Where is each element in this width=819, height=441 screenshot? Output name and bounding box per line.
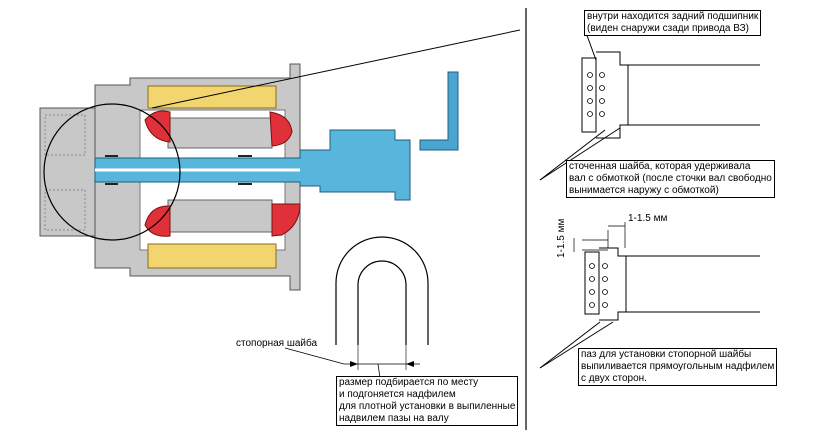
- turned-washer-label: сточенная шайба, которая удерживала вал …: [566, 160, 775, 198]
- detail-top: [539, 29, 760, 181]
- rear-bearing-line-1: внутри находится задний подшипник: [587, 11, 759, 22]
- outlet-pipe: [419, 71, 459, 151]
- size-note-line-3: для плотной установки в выпиленные: [339, 401, 516, 412]
- turned-washer-line-2: вал с обмоткой (после сточки вал свободн…: [569, 173, 772, 184]
- rear-bearing-label: внутри находится задний подшипник (виден…: [584, 10, 762, 36]
- motor-cross-section: [39, 29, 521, 291]
- lock-washer-label: стопорная шайба: [236, 338, 318, 349]
- winding-top-left: [144, 110, 171, 143]
- rear-bearing-line-2: (виден снаружи сзади привода ВЗ): [587, 23, 749, 34]
- magnet-bottom: [147, 243, 277, 269]
- lock-washer-drawing: [335, 236, 429, 370]
- winding-bottom-right: [271, 203, 301, 237]
- shaft: [94, 129, 411, 201]
- detail-bottom: [539, 222, 760, 369]
- dim-horizontal-label: 1-1.5 мм: [628, 213, 668, 224]
- zoom-circle: [43, 103, 181, 241]
- size-note-label: размер подбирается по месту и подгоняетс…: [336, 376, 519, 426]
- turned-washer-line-1: сточенная шайба, которая удерживала: [569, 161, 751, 172]
- size-note-line-1: размер подбирается по месту: [339, 377, 479, 388]
- size-note-line-4: надвилем пазы на валу: [339, 413, 449, 424]
- dim-vertical-label: 1-1.5 мм: [556, 218, 567, 258]
- groove-line-3: с двух сторон.: [581, 373, 647, 384]
- winding-top-right: [269, 111, 293, 147]
- turned-washer-line-3: вынимается наружу с обмоткой): [569, 185, 719, 196]
- groove-line-2: выпиливается прямоугольным надфилем: [581, 361, 775, 372]
- groove-line-1: паз для установки стопорной шайбы: [581, 349, 752, 360]
- winding-bottom-left: [144, 205, 171, 237]
- size-note-line-2: и подгоняется надфилем: [339, 389, 456, 400]
- groove-label: паз для установки стопорной шайбы выпили…: [578, 348, 778, 386]
